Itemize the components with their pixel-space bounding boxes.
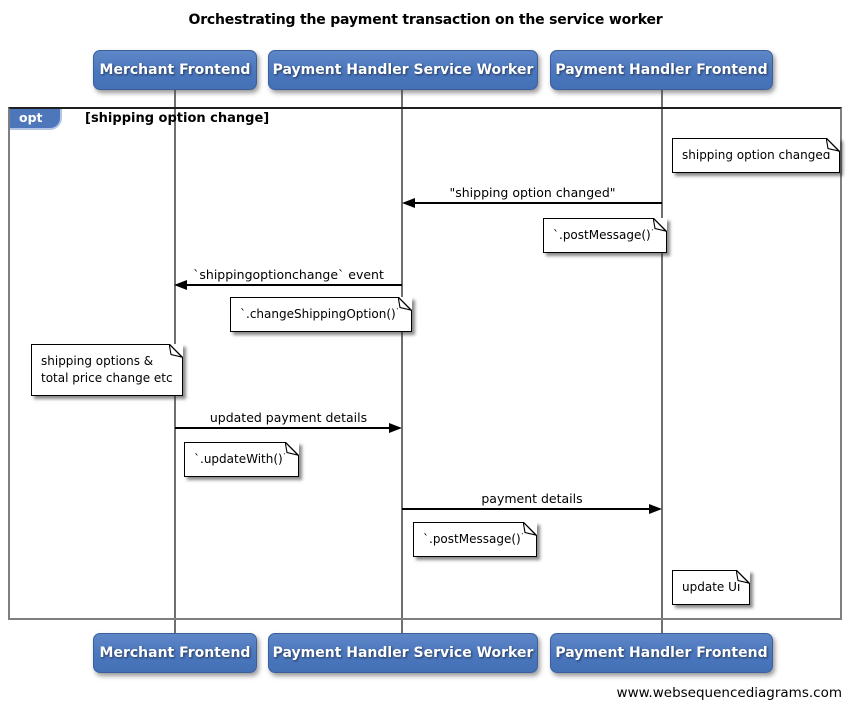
message-arrow-shipping-option-changed [407,202,662,204]
note-postmessage-2: `.postMessage()` [413,522,537,557]
opt-guard-label: [shipping option change] [85,111,270,126]
message-label-payment-details: payment details [481,491,583,506]
message-arrow-payment-details [402,508,650,510]
note-changeshippingoption: `.changeShippingOption()` [230,297,412,332]
opt-operator-tab: opt [10,109,62,130]
message-label-shipping-option-changed: "shipping option changed" [449,185,616,200]
watermark-link[interactable]: www.websequencediagrams.com [616,685,842,701]
note-fold-icon [826,138,841,152]
note-text-line1: shipping options & [41,354,154,368]
note-text: `.postMessage()` [423,532,527,546]
note-updatewith: `.updateWith()` [184,442,299,477]
note-shipping-option-changed: shipping option changed [672,138,841,173]
note-text: `.postMessage()` [553,228,657,242]
note-text-line2: total price change etc [41,371,173,385]
message-label-shippingoptionchange-event: `shippingoptionchange` event [193,267,384,282]
note-fold-icon [522,522,537,536]
lifeline-payment-handler-service-worker [401,90,403,633]
note-update-ui: update UI [672,570,751,605]
note-fold-icon [652,218,667,232]
arrowhead-right-icon [649,504,662,514]
note-postmessage-1: `.postMessage()` [543,218,667,253]
note-fold-icon [284,442,299,456]
arrowhead-right-icon [389,423,402,433]
opt-fragment-frame: opt [shipping option change] [8,107,842,620]
message-arrow-updated-payment-details [175,427,394,429]
actor-top-payment-handler-frontend: Payment Handler Frontend [550,50,773,90]
actor-bottom-merchant-frontend: Merchant Frontend [93,633,257,673]
note-fold-icon [397,297,412,311]
message-label-updated-payment-details: updated payment details [209,410,368,425]
note-text: `.updateWith()` [194,452,289,466]
note-text: shipping option changed [682,148,831,162]
note-text: `.changeShippingOption()` [240,307,402,321]
actor-bottom-payment-handler-service-worker: Payment Handler Service Worker [268,633,538,673]
message-arrow-shippingoptionchange-event [179,284,402,286]
note-text: update UI [682,580,741,594]
diagram-title: Orchestrating the payment transaction on… [188,12,663,28]
note-shipping-options-total-price: shipping options & total price change et… [31,344,183,396]
arrowhead-left-icon [402,198,415,208]
note-fold-icon [736,570,751,584]
lifeline-payment-handler-frontend [661,90,663,633]
actor-top-merchant-frontend: Merchant Frontend [93,50,257,90]
note-fold-icon [168,344,183,358]
actor-top-payment-handler-service-worker: Payment Handler Service Worker [268,50,538,90]
actor-bottom-payment-handler-frontend: Payment Handler Frontend [550,633,773,673]
arrowhead-left-icon [174,280,187,290]
